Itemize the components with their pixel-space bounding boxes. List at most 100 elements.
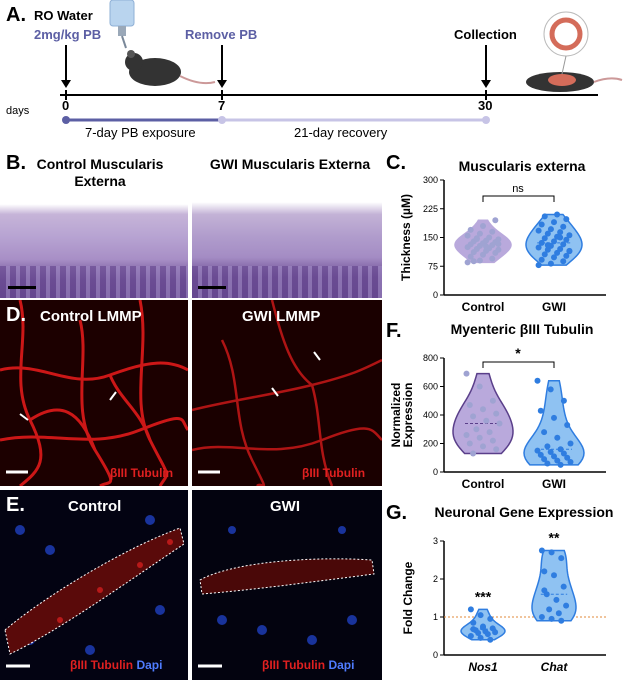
data-point bbox=[467, 226, 474, 233]
data-point bbox=[470, 258, 477, 265]
data-point bbox=[566, 232, 573, 239]
control-lmmp-image bbox=[0, 300, 188, 486]
data-point bbox=[480, 223, 486, 229]
data-point bbox=[470, 413, 477, 420]
stain-red-label: βIII Tubulin bbox=[70, 658, 134, 672]
data-point bbox=[538, 547, 545, 554]
data-point bbox=[567, 440, 574, 447]
data-point bbox=[534, 447, 541, 454]
y-tick-label: 225 bbox=[423, 204, 438, 214]
data-point bbox=[541, 568, 548, 575]
y-tick-label: 800 bbox=[423, 353, 438, 363]
control-cross-section-image bbox=[0, 490, 188, 680]
stain-label-d-control: βIII Tubulin bbox=[110, 466, 174, 480]
water-bottle-icon bbox=[109, 0, 135, 49]
data-point bbox=[544, 230, 551, 237]
data-point bbox=[557, 461, 564, 468]
significance-label: * bbox=[515, 345, 521, 361]
x-tick-label: GWI bbox=[542, 477, 566, 491]
dose-label: 2mg/kg PB bbox=[34, 27, 102, 42]
y-axis-label: Expression bbox=[401, 383, 415, 448]
y-tick-label: 400 bbox=[423, 410, 438, 420]
data-point bbox=[544, 443, 551, 450]
data-point bbox=[541, 456, 548, 463]
stain-label-e-control: βIII Tubulin Dapi bbox=[70, 658, 162, 672]
data-point bbox=[541, 251, 548, 258]
data-point bbox=[466, 440, 473, 447]
significance-label: *** bbox=[475, 588, 492, 604]
data-point bbox=[535, 227, 542, 234]
panel-label-d: D. bbox=[6, 304, 26, 326]
data-point bbox=[541, 587, 548, 594]
data-point bbox=[476, 230, 483, 237]
data-point bbox=[476, 257, 483, 264]
data-point bbox=[563, 236, 570, 243]
significance-label: ns bbox=[512, 183, 524, 195]
data-point bbox=[489, 255, 496, 262]
significance-bracket bbox=[482, 195, 555, 202]
exposure-label: 7-day PB exposure bbox=[85, 125, 196, 140]
data-point bbox=[487, 636, 494, 643]
stain-label-d-gwi: βIII Tubulin bbox=[302, 466, 366, 480]
data-point bbox=[537, 407, 544, 414]
data-point bbox=[557, 446, 564, 453]
data-point bbox=[547, 260, 554, 267]
ro-water-label: RO Water bbox=[34, 8, 93, 23]
data-point bbox=[492, 217, 499, 224]
data-point bbox=[470, 450, 477, 457]
scale-bar bbox=[8, 286, 36, 289]
data-point bbox=[557, 246, 564, 252]
data-point bbox=[551, 254, 557, 261]
violin-gwi bbox=[523, 380, 585, 466]
gwi-myenteric-region bbox=[198, 526, 375, 668]
control-he-image bbox=[0, 196, 188, 298]
data-point bbox=[470, 626, 477, 633]
y-tick-label: 0 bbox=[433, 467, 438, 477]
data-point bbox=[495, 246, 502, 253]
data-point bbox=[486, 234, 493, 241]
data-point bbox=[480, 406, 486, 413]
data-point bbox=[538, 256, 545, 263]
control-lmmp-label: Control LMMP bbox=[40, 308, 142, 325]
y-tick-label: 0 bbox=[433, 650, 438, 660]
violin-control bbox=[452, 372, 514, 455]
data-point bbox=[546, 606, 553, 613]
data-point bbox=[567, 459, 574, 466]
gwi-lmmp-image bbox=[192, 300, 382, 486]
y-tick-label: 150 bbox=[423, 233, 438, 243]
data-point bbox=[554, 434, 561, 441]
control-muscularis-title: Control Muscularis Externa bbox=[36, 156, 164, 189]
x-tick-label: Chat bbox=[541, 660, 569, 674]
data-point bbox=[463, 370, 470, 377]
days-label: days bbox=[6, 105, 30, 117]
stain-red-label: βIII Tubulin bbox=[262, 658, 326, 672]
gwi-cross-label: GWI bbox=[270, 498, 300, 515]
data-point bbox=[467, 253, 474, 260]
data-point bbox=[489, 397, 496, 404]
panel-label-e: E. bbox=[6, 494, 25, 516]
data-point bbox=[470, 619, 477, 626]
data-point bbox=[538, 239, 545, 246]
data-point bbox=[548, 549, 555, 556]
data-point bbox=[563, 216, 570, 223]
data-point bbox=[480, 443, 486, 450]
gwi-he-image bbox=[192, 196, 382, 298]
data-point bbox=[560, 397, 567, 404]
significance-bracket bbox=[482, 361, 555, 368]
y-tick-label: 1 bbox=[433, 612, 438, 622]
panel-label-c: C. bbox=[386, 152, 406, 174]
data-point bbox=[476, 434, 483, 441]
y-axis-label: Thickness (µM) bbox=[399, 194, 413, 281]
y-tick-label: 3 bbox=[433, 536, 438, 546]
day-7-label: 7 bbox=[218, 98, 226, 113]
y-tick-label: 600 bbox=[423, 382, 438, 392]
data-point bbox=[563, 252, 570, 259]
data-point bbox=[560, 258, 567, 265]
data-point bbox=[477, 634, 484, 641]
data-point bbox=[477, 612, 484, 619]
data-point bbox=[541, 429, 548, 436]
data-point bbox=[547, 386, 554, 393]
gwi-cross-section-image bbox=[192, 490, 382, 680]
data-point bbox=[489, 437, 496, 444]
